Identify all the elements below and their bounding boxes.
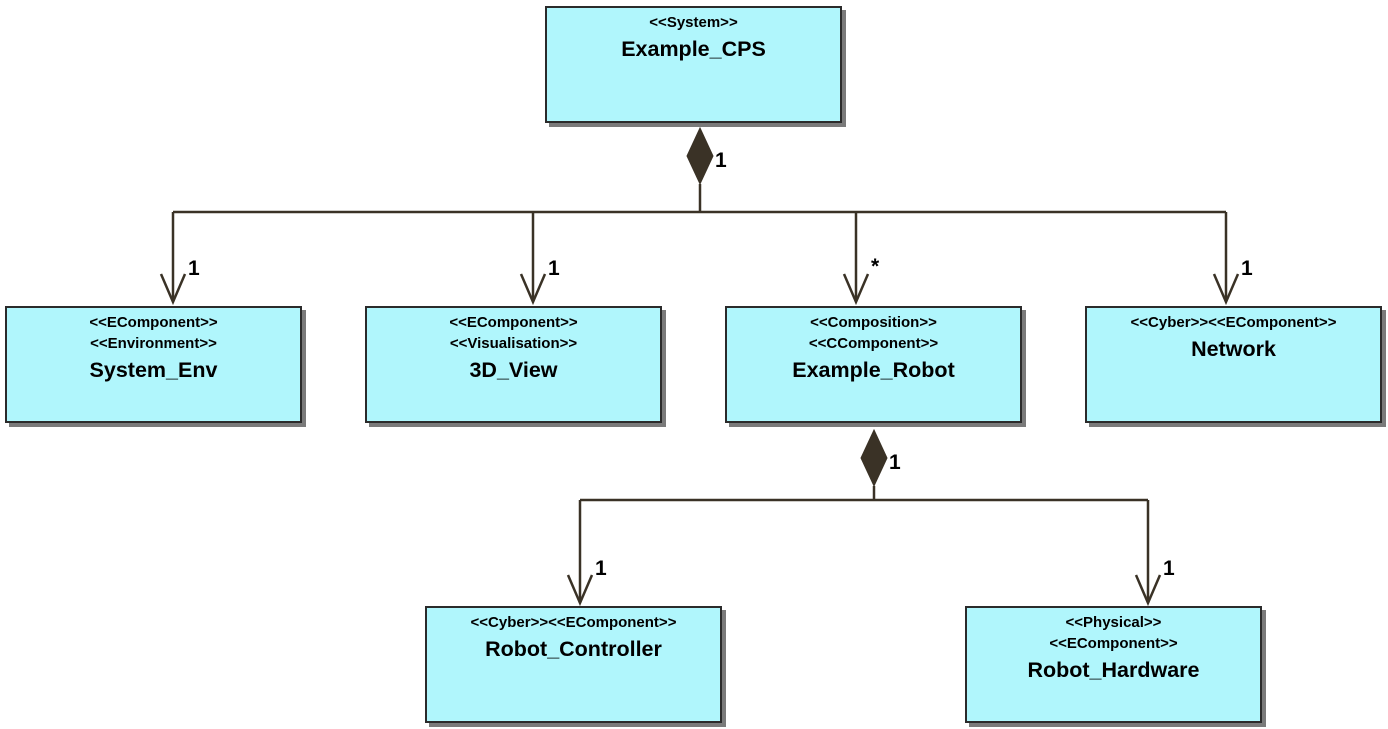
class-example-cps[interactable]: <<System>> Example_CPS [545, 6, 842, 123]
class-name-system-env: System_Env [89, 358, 218, 382]
class-robot-hardware[interactable]: <<Physical>> <<EComponent>> Robot_Hardwa… [965, 606, 1262, 723]
arrowhead-system-env [159, 273, 187, 306]
arrowhead-example-robot [842, 273, 870, 306]
arrowhead-robot-controller [566, 574, 594, 607]
class-name-example-cps: Example_CPS [621, 37, 766, 61]
stereotype-cyber-ecomponent: <<Cyber>><<EComponent>> [1130, 314, 1337, 331]
stereotype-ccomponent: <<CComponent>> [808, 335, 939, 352]
class-network[interactable]: <<Cyber>><<EComponent>> Network [1085, 306, 1382, 423]
stereotype-ecomponent: <<EComponent>> [1049, 635, 1178, 652]
stereotype-ecomponent: <<EComponent>> [449, 314, 578, 331]
composition-diamond-bottom [860, 428, 888, 488]
class-name-robot-hardware: Robot_Hardware [1027, 658, 1200, 682]
class-system-env[interactable]: <<EComponent>> <<Environment>> System_En… [5, 306, 302, 423]
composition-diamond-top [686, 126, 714, 186]
multiplicity-robot-controller: 1 [595, 557, 607, 580]
class-name-example-robot: Example_Robot [792, 358, 955, 382]
stereotype-composition: <<Composition>> [810, 314, 937, 331]
multiplicity-example-cps-whole: 1 [715, 149, 727, 172]
stereotype-system: <<System>> [649, 14, 738, 31]
stereotype-cyber-ecomponent: <<Cyber>><<EComponent>> [470, 614, 677, 631]
class-robot-controller[interactable]: <<Cyber>><<EComponent>> Robot_Controller [425, 606, 722, 723]
stereotype-ecomponent: <<EComponent>> [89, 314, 218, 331]
class-example-robot[interactable]: <<Composition>> <<CComponent>> Example_R… [725, 306, 1022, 423]
multiplicity-network: 1 [1241, 257, 1253, 280]
multiplicity-3d-view: 1 [548, 257, 560, 280]
arrowhead-network [1212, 273, 1240, 306]
stereotype-visualisation: <<Visualisation>> [449, 335, 578, 352]
multiplicity-system-env: 1 [188, 257, 200, 280]
arrowhead-robot-hardware [1134, 574, 1162, 607]
class-name-network: Network [1191, 337, 1276, 361]
stereotype-environment: <<Environment>> [90, 335, 217, 352]
stereotype-physical: <<Physical>> [1065, 614, 1162, 631]
class-name-robot-controller: Robot_Controller [485, 637, 662, 661]
class-name-3d-view: 3D_View [469, 358, 558, 382]
multiplicity-example-robot-whole: 1 [889, 451, 901, 474]
class-3d-view[interactable]: <<EComponent>> <<Visualisation>> 3D_View [365, 306, 662, 423]
arrowhead-3d-view [519, 273, 547, 306]
multiplicity-example-robot: * [871, 255, 880, 278]
multiplicity-robot-hardware: 1 [1163, 557, 1175, 580]
